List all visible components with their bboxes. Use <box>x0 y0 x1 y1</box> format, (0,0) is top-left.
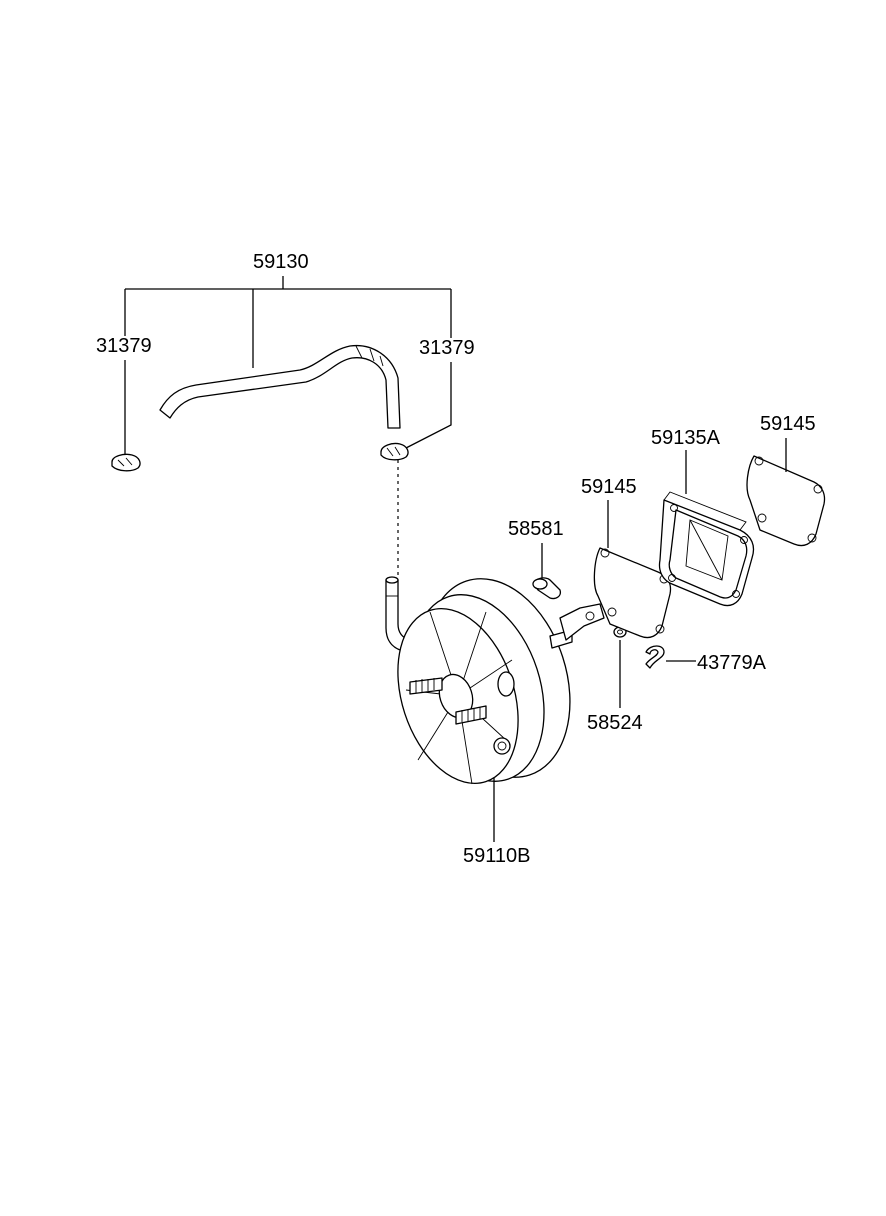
label-31379-left: 31379 <box>96 335 152 357</box>
label-59130: 59130 <box>253 251 309 273</box>
label-31379-right: 31379 <box>419 337 475 359</box>
label-59110b: 59110B <box>463 845 531 867</box>
label-43779a: 43779A <box>697 652 766 674</box>
vacuum-hose <box>159 344 401 429</box>
label-59145-rear: 59145 <box>760 413 816 435</box>
label-59145-front: 59145 <box>581 476 637 498</box>
brake-booster <box>397 578 573 785</box>
clevis-yoke <box>559 603 605 641</box>
label-58524: 58524 <box>587 712 643 734</box>
hose-clamp-left <box>111 453 141 472</box>
hose-clamp-right <box>380 442 409 461</box>
part-leaders <box>493 438 787 842</box>
booster-spacer <box>658 491 755 607</box>
clevis-pin <box>532 577 562 600</box>
hose-assy-leader <box>124 276 452 455</box>
label-59135a: 59135A <box>651 427 720 449</box>
gasket-rear <box>746 455 826 547</box>
label-58581: 58581 <box>508 518 564 540</box>
gasket-front <box>593 547 672 639</box>
snap-clip <box>645 645 665 669</box>
booster-check-valve <box>385 576 419 655</box>
